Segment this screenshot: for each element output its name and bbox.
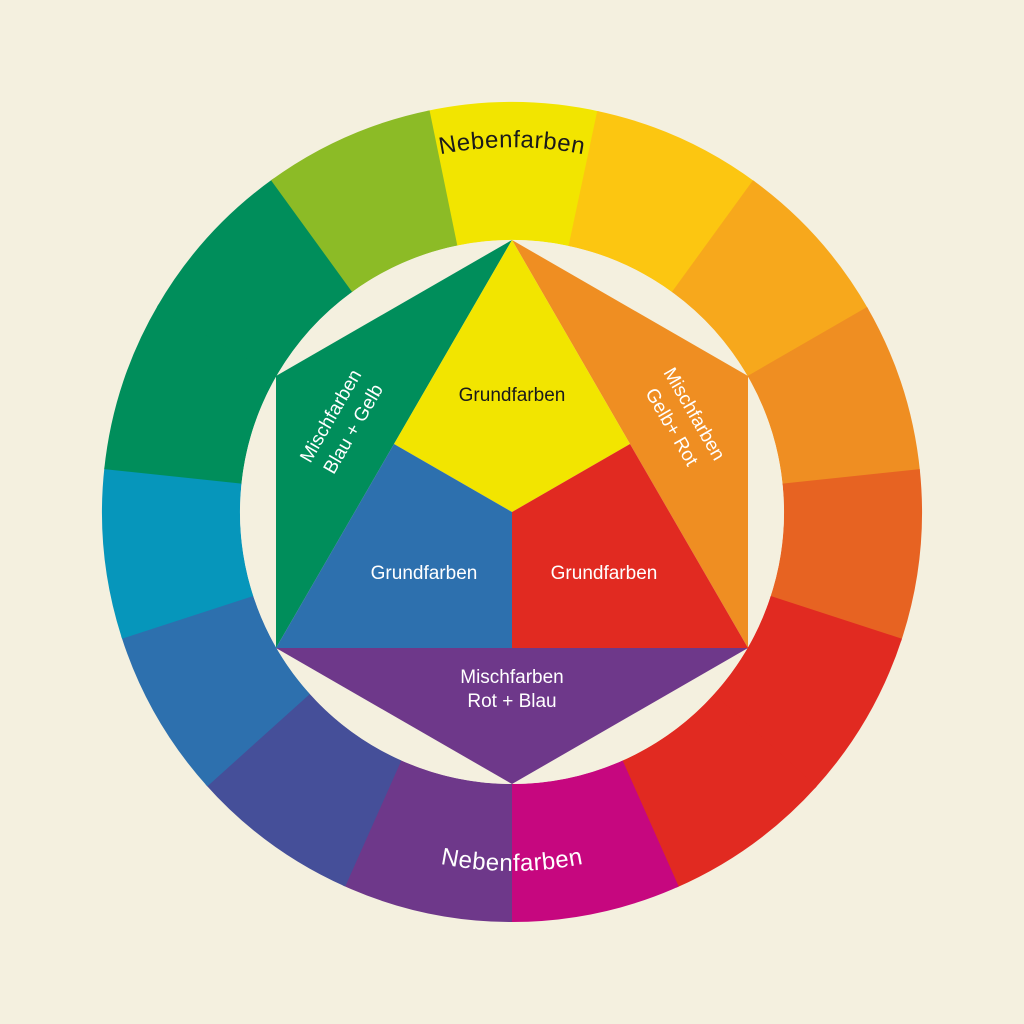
- primary-red-section: [512, 444, 748, 648]
- primary-blue-section: [276, 444, 512, 648]
- ring-segment: [156, 178, 354, 376]
- outer-color-ring: [102, 102, 922, 922]
- primary-yellow-label: Grundfarben: [459, 385, 566, 406]
- ring-segment: [121, 594, 310, 787]
- ring-segment: [568, 110, 756, 294]
- primary-yellow-section: [394, 240, 630, 512]
- primary-red-label: Grundfarben: [551, 563, 658, 584]
- ring-segment: [712, 596, 902, 789]
- ring-segment: [620, 694, 817, 888]
- ring-segment: [102, 466, 254, 639]
- ring-segment: [770, 469, 922, 642]
- ring-segment: [509, 760, 679, 922]
- mix-purple-label-line2: Rot + Blau: [467, 691, 556, 712]
- ring-segment: [747, 307, 921, 486]
- ring-segment: [271, 110, 458, 292]
- primary-blue-label: Grundfarben: [371, 563, 478, 584]
- ring-segment: [426, 102, 601, 247]
- ring-segment: [342, 759, 512, 922]
- mix-purple-label-line1: Mischfarben: [460, 667, 564, 688]
- mix-purple-triangle: [276, 648, 748, 784]
- ring-segment: [671, 180, 869, 378]
